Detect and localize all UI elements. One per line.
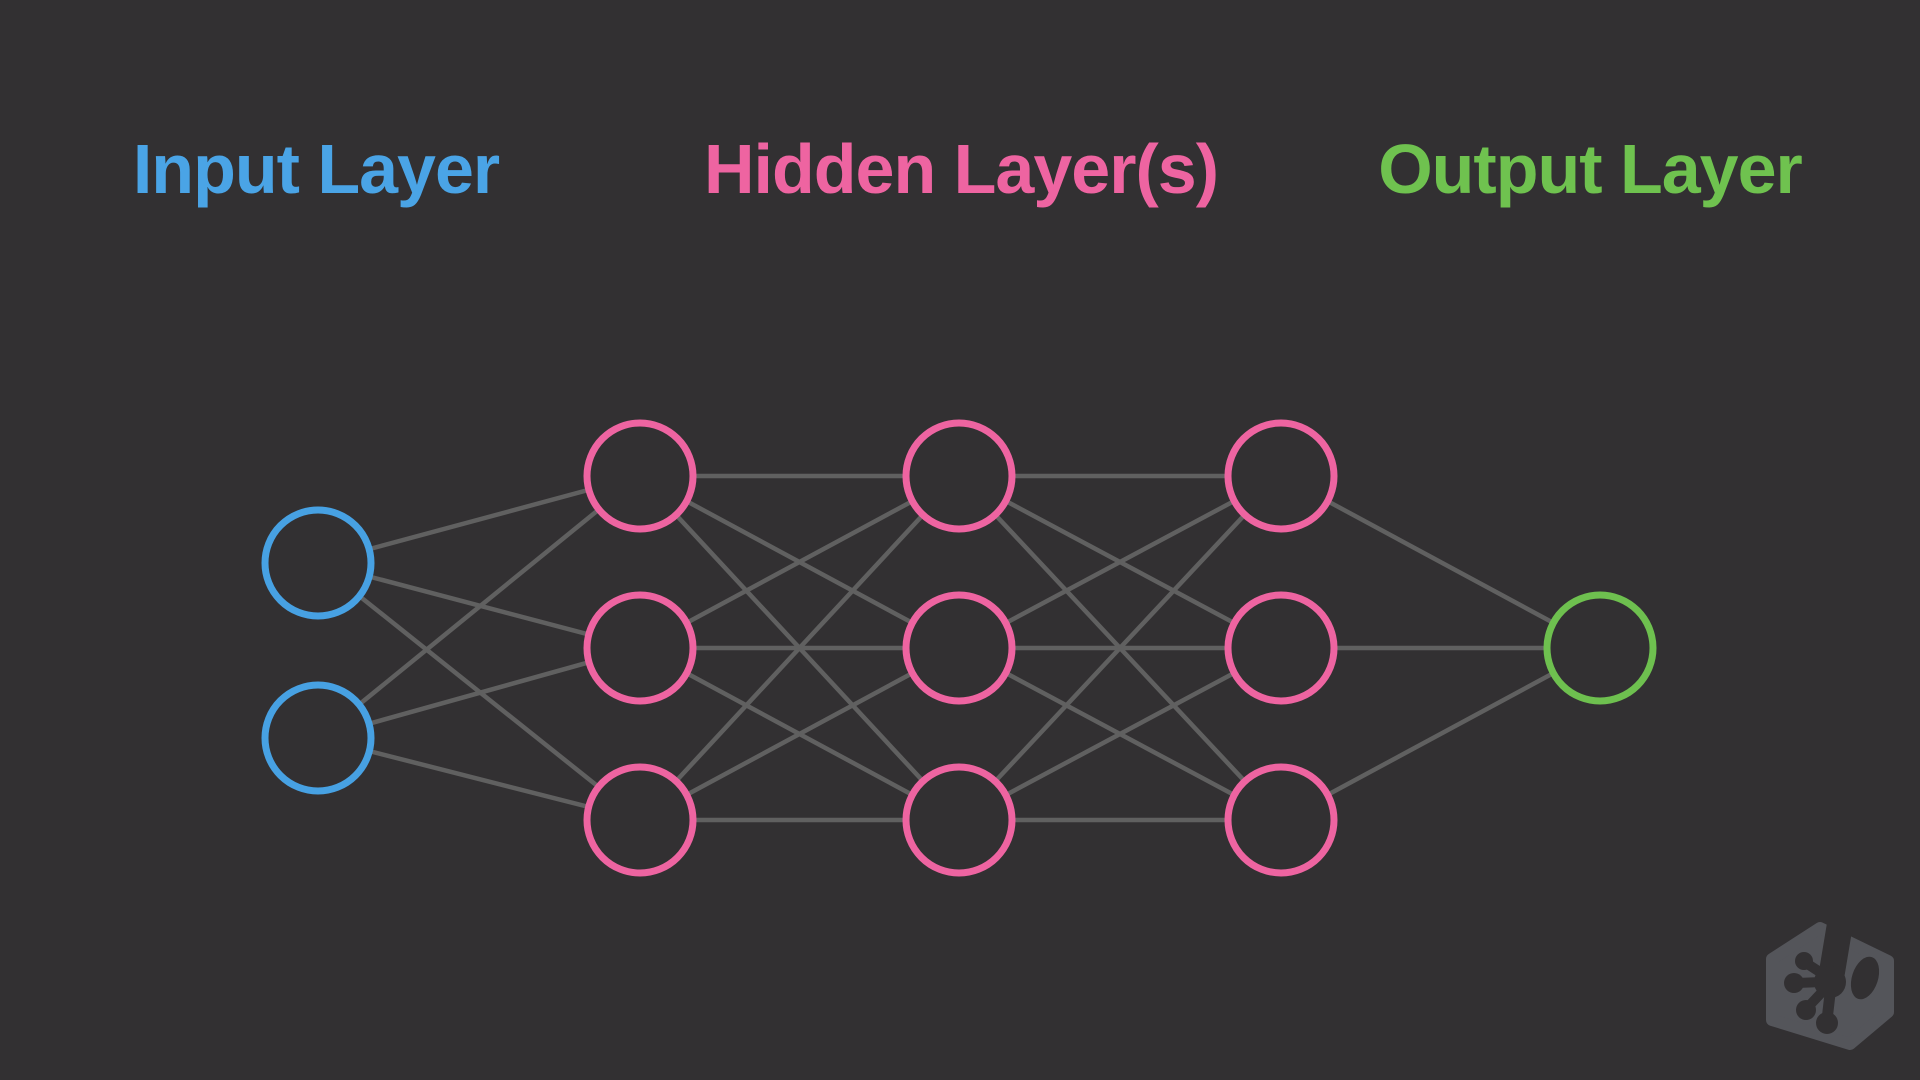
hidden-3-node-3 xyxy=(1224,763,1338,877)
connection-edge xyxy=(957,646,1283,822)
hidden-1-node-3 xyxy=(583,763,697,877)
connection-edge xyxy=(638,474,961,650)
connection-edge xyxy=(638,474,961,822)
hidden-2-node-2 xyxy=(902,591,1016,705)
connection-edge xyxy=(1279,474,1602,650)
output-node-1 xyxy=(1543,591,1657,705)
gecko-foot-cutout xyxy=(1784,920,1880,1034)
connection-edge xyxy=(957,474,1283,650)
input-node-1 xyxy=(261,506,375,620)
hidden-2-node-1 xyxy=(902,419,1016,533)
hidden-1-node-2 xyxy=(583,591,697,705)
hidden-layer-label: Hidden Layer(s) xyxy=(704,130,1219,208)
hidden-1-node-1 xyxy=(583,419,697,533)
hidden-3-node-2 xyxy=(1224,591,1338,705)
connection-edge xyxy=(1279,646,1602,822)
input-node-2 xyxy=(261,681,375,795)
output-layer-label: Output Layer xyxy=(1378,130,1803,208)
hidden-2-node-3 xyxy=(902,763,1016,877)
connection-edge xyxy=(316,474,642,740)
connection-edge xyxy=(957,474,1283,822)
gecko-foot-hexagon-logo xyxy=(1766,920,1894,1050)
input-layer-label: Input Layer xyxy=(132,130,500,208)
hidden-3-node-1 xyxy=(1224,419,1338,533)
connection-edge xyxy=(638,646,961,822)
